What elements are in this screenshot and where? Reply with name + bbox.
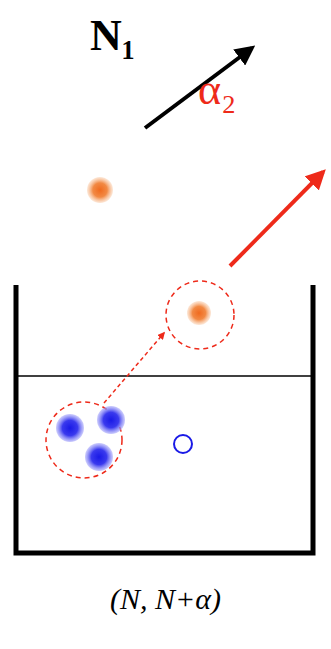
nucleon bbox=[85, 443, 113, 471]
particle bbox=[87, 177, 113, 203]
particle bbox=[187, 301, 211, 325]
caption: (N, N+α) bbox=[0, 582, 331, 615]
particle-label: N₁ bbox=[90, 12, 135, 60]
beaker bbox=[16, 285, 313, 553]
transition-arrow bbox=[104, 333, 164, 403]
nucleon bbox=[56, 414, 84, 442]
emission-arrow bbox=[145, 48, 252, 128]
nucleon bbox=[97, 406, 125, 434]
hole bbox=[174, 435, 192, 453]
liquid-surface bbox=[16, 375, 313, 377]
alpha-arrow bbox=[230, 172, 323, 266]
alpha-label: α₂ bbox=[198, 66, 236, 114]
dashed-circle bbox=[166, 281, 234, 349]
